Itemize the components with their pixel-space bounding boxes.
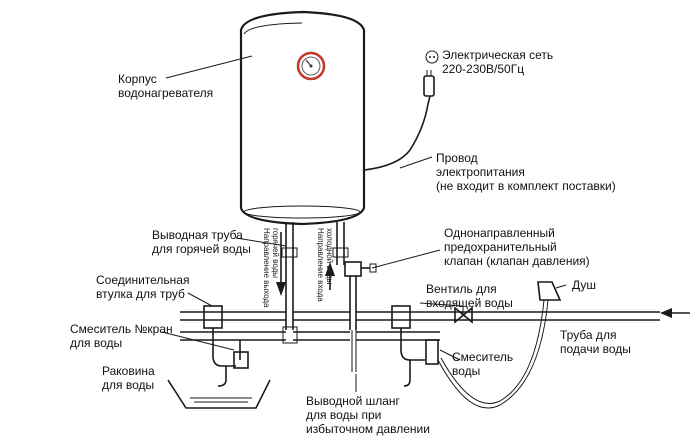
drain-hose-label: Выводной шланг для воды при избыточном д… [306, 394, 430, 436]
cold-flow-label-line-1: Направление входа [316, 228, 325, 302]
cold-flow-label-line-2: холодной воды [325, 228, 334, 285]
thermometer-gauge-icon [296, 51, 326, 81]
leader-lines [161, 55, 567, 392]
mixer-label: Смеситель воды [452, 350, 514, 378]
power-plug-icon [423, 70, 435, 97]
inlet-valve-label: Вентиль для входящей воды [426, 282, 513, 310]
power-cord-label: Провод электропитания (не входит в компл… [436, 151, 616, 193]
hot-flow-label: Направление выхода горячей воды [262, 228, 280, 308]
check-valve-label: Однонаправленный предохранительный клапа… [444, 226, 590, 268]
shower [437, 281, 562, 409]
sink-label: Раковина для воды [102, 364, 155, 392]
hot-flow-label-line-2: горячей воды [271, 228, 280, 278]
check-valve [344, 261, 377, 330]
right-mixer [400, 328, 439, 387]
flow-arrow-icon [276, 232, 690, 318]
sink [167, 379, 271, 409]
pipe-network [180, 311, 660, 344]
power-cord [363, 95, 431, 171]
coupling-label: Соединительная втулка для труб [96, 273, 190, 301]
power-socket-icon [425, 50, 439, 64]
hot-outlet-pipe-label: Выводная труба для горячей воды [152, 228, 251, 256]
hot-flow-label-line-1: Направление выхода [262, 228, 271, 308]
supply-pipe-label: Труба для подачи воды [560, 328, 631, 356]
cold-flow-label: Направление входа холодной воды [316, 228, 334, 302]
power-network-label: Электрическая сеть 220-230В/50Гц [442, 48, 554, 76]
shower-label: Душ [572, 278, 597, 292]
mixer-tap-label: Смеситель №кран для воды [70, 322, 173, 350]
inlet-valve [454, 303, 473, 324]
left-mixer-tap [212, 328, 249, 387]
water-heater-tank [239, 10, 366, 226]
tank-body-label: Корпус водонагревателя [118, 72, 214, 100]
pipe-coupling [203, 305, 411, 329]
tank-pipes [281, 222, 349, 330]
drain-hose [351, 330, 357, 372]
